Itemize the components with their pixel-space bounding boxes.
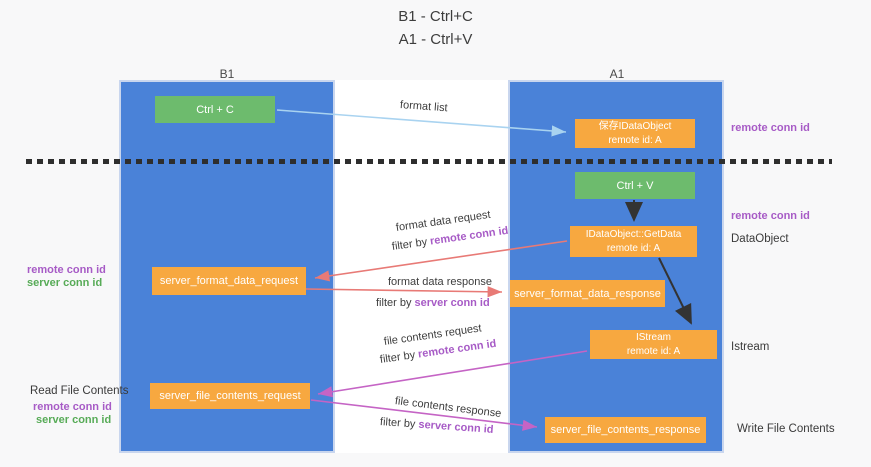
read-file-contents-label: Read File Contents: [30, 385, 129, 397]
format-data-response-edge-label: format data response: [388, 276, 492, 288]
server-file-contents-request-label: server_file_contents_request: [159, 390, 301, 402]
lane-b1-name: B1: [219, 67, 235, 82]
copy-paste-phase-divider: [26, 159, 832, 164]
ctrl-c-node: Ctrl + C: [155, 96, 275, 123]
getdata-line1: IDataObject::GetData: [585, 229, 682, 240]
remote-conn-id-label-top: remote conn id: [731, 122, 810, 134]
remote-conn-id-label-mid: remote conn id: [731, 210, 810, 222]
server-format-data-response-label: server_format_data_response: [514, 287, 661, 300]
save-dataobject-line1: 保存IDataObject: [598, 121, 672, 132]
ctrl-v-label: Ctrl + V: [616, 179, 654, 192]
istream-line1: IStream: [635, 332, 671, 343]
save-dataobject-line2: remote id: A: [608, 134, 662, 146]
title-line-1: B1 - Ctrl+C: [398, 8, 473, 25]
server-format-data-request-node: server_format_data_request: [152, 267, 306, 295]
format-data-response-filter-label: filter by server conn id: [376, 297, 490, 309]
server-conn-id-label-left-mid: server conn id: [27, 277, 103, 289]
server-file-contents-response-label: server_file_contents_response: [550, 424, 701, 436]
server-file-contents-request-node: server_file_contents_request: [150, 383, 310, 409]
server-file-contents-response-node: server_file_contents_response: [545, 417, 706, 443]
lane-a1-name: A1: [609, 67, 625, 82]
title-line-2: A1 - Ctrl+V: [398, 30, 473, 48]
ctrl-c-label: Ctrl + C: [196, 103, 234, 116]
save-dataobject-node: 保存IDataObject remote id: A: [575, 119, 695, 148]
remote-conn-id-label-left-mid: remote conn id: [27, 264, 106, 276]
idataobject-getdata-node: IDataObject::GetData remote id: A: [570, 226, 697, 257]
dataobject-label: DataObject: [731, 233, 789, 245]
istream-side-label: Istream: [731, 341, 770, 353]
server-conn-id-highlight: server conn id: [414, 297, 490, 309]
lane-gap-background: [335, 80, 508, 453]
ctrl-v-node: Ctrl + V: [575, 172, 695, 199]
istream-node: IStream remote id: A: [590, 330, 717, 359]
write-file-contents-label: Write File Contents: [737, 423, 835, 435]
server-conn-id-label-left-bottom: server conn id: [36, 414, 112, 426]
istream-line2: remote id: A: [626, 345, 681, 357]
server-format-data-request-label: server_format_data_request: [159, 275, 299, 287]
getdata-line2: remote id: A: [606, 242, 661, 254]
server-format-data-response-node: server_format_data_response: [510, 280, 665, 307]
filter-by-text: filter by: [376, 297, 415, 309]
diagram-title: B1 - Ctrl+C A1 - Ctrl+V: [0, 6, 871, 51]
remote-conn-id-label-left-bottom: remote conn id: [33, 401, 112, 413]
